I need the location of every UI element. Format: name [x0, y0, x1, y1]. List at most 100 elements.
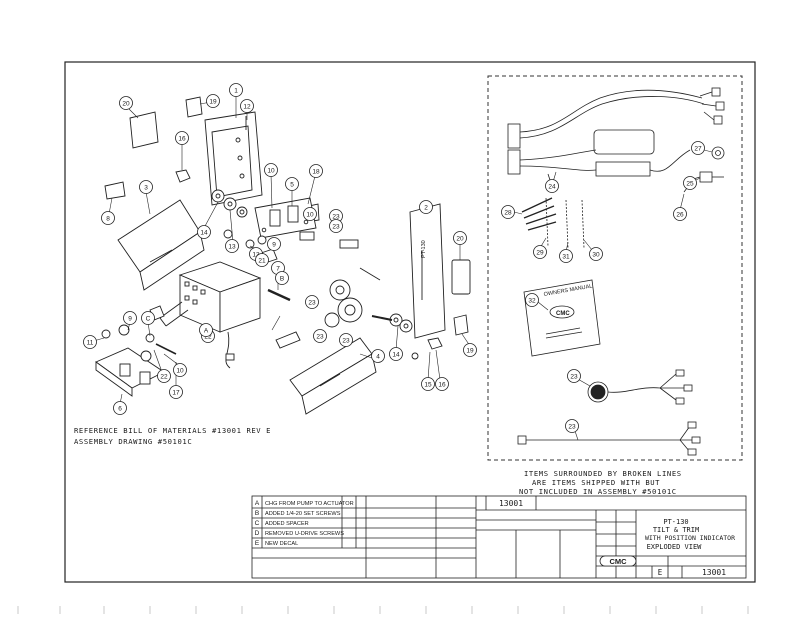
callout-bubble [175, 131, 189, 145]
callout-bubble [309, 164, 323, 178]
revision-description: ADDED SPACER [265, 521, 309, 527]
callout-bubble [501, 205, 515, 219]
drawing-border [64, 61, 756, 583]
callout-bubble [421, 377, 435, 391]
callout-number: 8 [106, 215, 110, 222]
callout-number: 5 [290, 181, 294, 188]
revision-letter: D [255, 530, 260, 537]
callout-number: 30 [592, 251, 600, 258]
callout-bubble [229, 83, 243, 97]
title-line-3: WITH POSITION INDICATOR [645, 534, 735, 542]
callout-number: 2 [424, 204, 428, 211]
callout-bubble [545, 179, 559, 193]
revision-description: CHG FROM PUMP TO ACTUATOR [265, 501, 354, 507]
callout-bubble [559, 249, 573, 263]
title-line-2: TILT & TRIM [653, 526, 699, 534]
callout-number: 11 [87, 339, 94, 346]
callout-bubble [339, 333, 353, 347]
callout-bubble [157, 369, 171, 383]
callout-number: 23 [342, 337, 350, 344]
revision-description: ADDED 1/4-20 SET SCREWS [265, 511, 341, 517]
callout-bubble [303, 207, 317, 221]
callout-number: 9 [128, 315, 132, 322]
revision-letter: C [255, 520, 260, 527]
callout-number: 24 [548, 183, 556, 190]
callout-bubble [329, 219, 343, 233]
callout-number: 23 [568, 423, 576, 430]
callout-bubble [113, 401, 127, 415]
callout-number: A [204, 327, 209, 334]
callout-number: 28 [504, 209, 512, 216]
callout-number: 23 [332, 223, 340, 230]
callout-number: 10 [267, 167, 275, 174]
callout-bubble [565, 419, 579, 433]
logo-text: CMC [609, 557, 627, 566]
callout-number: 12 [243, 103, 251, 110]
callout-bubble [673, 207, 687, 221]
callout-bubble [419, 200, 433, 214]
callout-bubble [173, 363, 187, 377]
callout-bubble [453, 231, 467, 245]
callout-number: 14 [392, 351, 400, 358]
decal-part [129, 111, 159, 149]
title-line-4: EXPLODED VIEW [647, 543, 703, 551]
callout-number: 25 [686, 180, 694, 187]
callout-bubble [197, 225, 211, 239]
rev-letter: E [658, 568, 663, 577]
callout-number: 29 [536, 249, 544, 256]
drawing-number: 13001 [702, 568, 726, 577]
callout-number: 6 [118, 405, 122, 412]
callout-number: 20 [456, 235, 464, 242]
revision-description: REMOVED U-DRIVE SCREWS [265, 531, 344, 537]
callout-bubble [463, 343, 477, 357]
revision-letter: A [255, 500, 260, 507]
callout-bubble [389, 347, 403, 361]
callout-number: 17 [172, 389, 180, 396]
callout-number: 13 [228, 243, 236, 250]
tilt-cylinder-label: PT-130 [421, 240, 427, 258]
revision-letter: B [255, 510, 259, 517]
callout-number: 7 [276, 265, 280, 272]
part-number: 13001 [499, 499, 523, 508]
callout-number: 32 [528, 297, 536, 304]
callout-bubble [533, 245, 547, 259]
callout-number: 3 [144, 184, 148, 191]
callout-number: 31 [562, 253, 570, 260]
callout-number: 19 [209, 98, 217, 105]
exploded-assembly [95, 96, 471, 415]
callout-number: 23 [316, 333, 324, 340]
revision-description: NEW DECAL [265, 541, 298, 547]
callout-number: 23 [332, 213, 340, 220]
callout-bubble [267, 237, 281, 251]
shipped-note-line-1: ITEMS SURROUNDED BY BROKEN LINES [524, 469, 682, 478]
callout-bubble [683, 176, 697, 190]
reference-note-line-1: REFERENCE BILL OF MATERIALS #13001 REV E [74, 426, 272, 435]
callout-bubble [567, 369, 581, 383]
callout-bubble [101, 211, 115, 225]
callout-bubble [313, 329, 327, 343]
callout-number: 20 [122, 100, 130, 107]
callout-bubble [305, 295, 319, 309]
callout-number: 19 [466, 347, 474, 354]
title-line-1: PT-130 [663, 518, 688, 526]
callout-number: 26 [676, 211, 684, 218]
callout-number: 10 [176, 367, 184, 374]
callout-bubble [169, 385, 183, 399]
callout-bubble [119, 96, 133, 110]
callout-bubble [435, 377, 449, 391]
cmc-logo: CMC [599, 555, 637, 567]
callout-bubble [285, 177, 299, 191]
callout-number: 1 [234, 87, 238, 94]
shipped-note-line-3: NOT INCLUDED IN ASSEMBLY #50101C [519, 487, 677, 496]
callout-number: 18 [312, 168, 320, 175]
callout-number: 16 [438, 381, 446, 388]
callout-number: 15 [424, 381, 432, 388]
callout-number: 27 [694, 145, 702, 152]
callout-bubble [275, 271, 289, 285]
callout-number: 14 [200, 229, 208, 236]
callout-bubble [225, 239, 239, 253]
callout-number: B [280, 275, 284, 282]
callout-number: 22 [160, 373, 168, 380]
callout-bubble [206, 94, 220, 108]
